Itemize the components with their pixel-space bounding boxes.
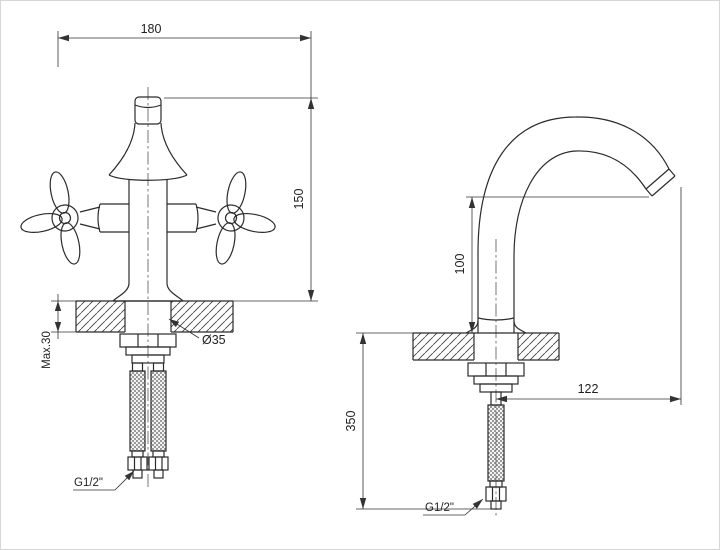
dim-hole-diameter-label: Ø35 [202,333,226,347]
spout-tip-front [134,96,162,125]
arrow-122-left [496,395,507,403]
thread-front-label: G1/2" [74,477,103,489]
arrow-thread-side [472,499,483,509]
left-handle-outer-spoke [20,212,63,233]
arrow-thread-front [124,471,134,481]
side-base-ring [477,317,515,321]
dim-width-label: 180 [141,22,162,36]
spout-bell-bottom [108,174,188,181]
dimension-labels: 180 150 Max.30 Ø35 G1/2" 100 122 350 G1/… [41,22,598,514]
left-handle-hub [51,204,79,232]
dim-counter-thickness-label: Max.30 [41,331,53,369]
hose-collar-right [152,450,165,458]
side-hose-stub [490,500,502,510]
arrow-100-top [468,197,476,208]
spout-inner-profile [513,150,647,333]
spout-outer-profile [477,116,670,333]
arrow-350-bottom [359,498,367,509]
side-countertop-hatch-left [413,333,474,360]
right-handle-hub-center [224,211,238,225]
arrow-100-bottom [468,322,476,333]
side-countertop-hatch-right [518,333,559,360]
aerator-end [651,175,676,197]
right-arm-cap [195,203,199,233]
hose-nut-left [127,456,148,471]
aerator-side-bottom [645,188,653,197]
spout-bell-right [160,122,188,176]
base-flare-right [166,282,184,302]
hose-stub-left [132,469,143,479]
hose-nut-right [148,456,169,471]
side-braided-hose [487,404,505,482]
arrow-dia35 [169,319,180,328]
left-handle-top-spoke [49,171,70,214]
countertop-hatch-left [76,301,125,332]
base-flare-left [112,282,130,302]
thread-side-label: G1/2" [425,502,454,514]
right-handle-bottom-spoke [215,222,236,265]
left-arm-cap [97,203,101,233]
hose-stub-right [153,469,164,479]
left-handle-hub-center [58,211,72,225]
side-base-flare-left [465,320,479,334]
spout-outlet-face [645,168,670,190]
left-handle-bottom-spoke [60,222,81,265]
adapter-front [131,354,165,364]
dim-hose-length-label: 350 [344,411,358,432]
arrow-max30-bottom [54,322,62,332]
right-handle-top-spoke [226,171,247,214]
front-view [20,96,276,479]
left-cross-handle [20,171,81,265]
countertop-hatch-right [171,301,233,332]
left-arm-cone-bottom [79,223,101,230]
arrow-350-top [359,333,367,344]
dim-spout-reach-label: 122 [578,382,599,396]
hose-nipple-right [152,362,165,372]
dimension-lines [51,31,682,516]
arrow-150-bottom [307,290,315,301]
right-arm-cone-top [195,206,217,213]
hose-nipple-left [131,362,144,372]
spout-bell-left [108,122,136,176]
arrow-max30-top [54,301,62,311]
arrow-122-right [670,395,681,403]
arrow-150-top [307,98,315,109]
arrow-180-right [300,34,311,42]
right-arm-cone-bottom [195,223,217,230]
side-view [412,116,676,510]
spout-tip-seam [134,104,162,109]
side-base-flare-right [513,320,527,334]
dimension-arrowheads [54,34,681,509]
arrow-180-left [58,34,69,42]
dim-spout-height-label: 100 [453,254,467,275]
right-handle-outer-spoke [233,212,276,233]
braided-hose-left [129,370,146,452]
aerator-side-top [668,168,676,177]
right-cross-handle [215,171,276,265]
right-handle-hub [217,204,245,232]
left-arm-cone-top [79,206,101,213]
braided-hose-right [150,370,167,452]
hose-collar-left [131,450,144,458]
dim-height-label: 150 [292,189,306,210]
